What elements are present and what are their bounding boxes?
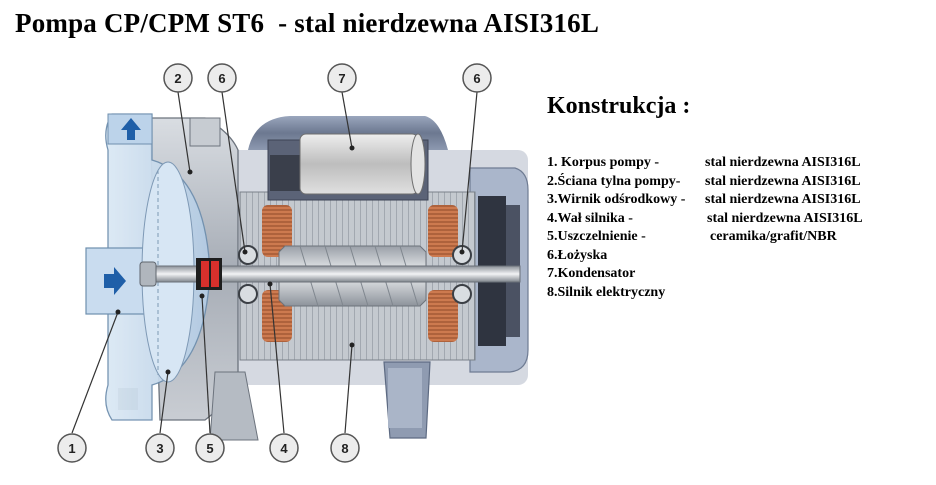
callout-8: 8 <box>330 433 360 463</box>
capacitor <box>299 133 426 195</box>
part-name: 5.Uszczelnienie - <box>547 229 646 244</box>
mechanical-seal <box>196 258 222 290</box>
callout-3: 3 <box>145 433 175 463</box>
bearing-rear <box>452 245 472 304</box>
svg-text:2: 2 <box>174 71 181 86</box>
part-name: 4.Wał silnika - <box>547 210 633 226</box>
svg-text:8: 8 <box>341 441 348 456</box>
callout-6-front: 6 <box>207 63 237 93</box>
motor-shaft <box>139 261 521 287</box>
svg-text:4: 4 <box>280 441 288 456</box>
svg-text:5: 5 <box>206 441 213 456</box>
svg-text:3: 3 <box>156 441 163 456</box>
part-name: 8.Silnik elektryczny <box>547 284 666 300</box>
callout-4: 4 <box>269 433 299 463</box>
flow-arrow-right-icon <box>104 267 126 295</box>
callout-1: 1 <box>57 433 87 463</box>
list-item: 4.Wał silnika - stal nierdzewna AISI316L <box>547 210 927 229</box>
part-material: stal nierdzewna AISI316L <box>705 192 861 207</box>
list-item: 7.Kondensator <box>547 265 927 284</box>
callout-5: 5 <box>195 433 225 463</box>
list-item: 8.Silnik elektryczny <box>547 284 927 303</box>
part-material: stal nierdzewna AISI316L <box>705 155 861 170</box>
list-item: 3.Wirnik odśrodkowy - stal nierdzewna AI… <box>547 191 927 210</box>
flow-arrow-up-icon <box>121 118 141 140</box>
svg-text:6: 6 <box>473 71 480 86</box>
part-name: 3.Wirnik odśrodkowy - <box>547 192 686 207</box>
parts-list: 1. Korpus pompy - stal nierdzewna AISI31… <box>547 154 927 302</box>
part-name: 2.Ściana tylna pompy- <box>547 173 681 189</box>
svg-text:6: 6 <box>218 71 225 86</box>
svg-text:7: 7 <box>338 71 345 86</box>
callout-7: 7 <box>327 63 357 93</box>
part-material: ceramika/grafit/NBR <box>710 229 837 244</box>
callout-2: 2 <box>163 63 193 93</box>
svg-text:1: 1 <box>68 441 75 456</box>
part-material: stal nierdzewna AISI316L <box>705 173 861 189</box>
part-name: 6.Łożyska <box>547 247 608 263</box>
list-item: 1. Korpus pompy - stal nierdzewna AISI31… <box>547 154 927 173</box>
section-title: Konstrukcja : <box>547 93 691 119</box>
callout-leaders <box>71 91 478 434</box>
list-item: 6.Łożyska <box>547 247 927 266</box>
list-item: 2.Ściana tylna pompy- stal nierdzewna AI… <box>547 173 927 192</box>
part-material: stal nierdzewna AISI316L <box>707 210 863 226</box>
part-name: 1. Korpus pompy - <box>547 155 660 170</box>
page-title: Pompa CP/CPM ST6 - stal nierdzewna AISI3… <box>15 8 600 38</box>
callout-6-rear: 6 <box>462 63 492 93</box>
part-name: 7.Kondensator <box>547 266 636 281</box>
list-item: 5.Uszczelnienie - ceramika/grafit/NBR <box>547 228 927 247</box>
